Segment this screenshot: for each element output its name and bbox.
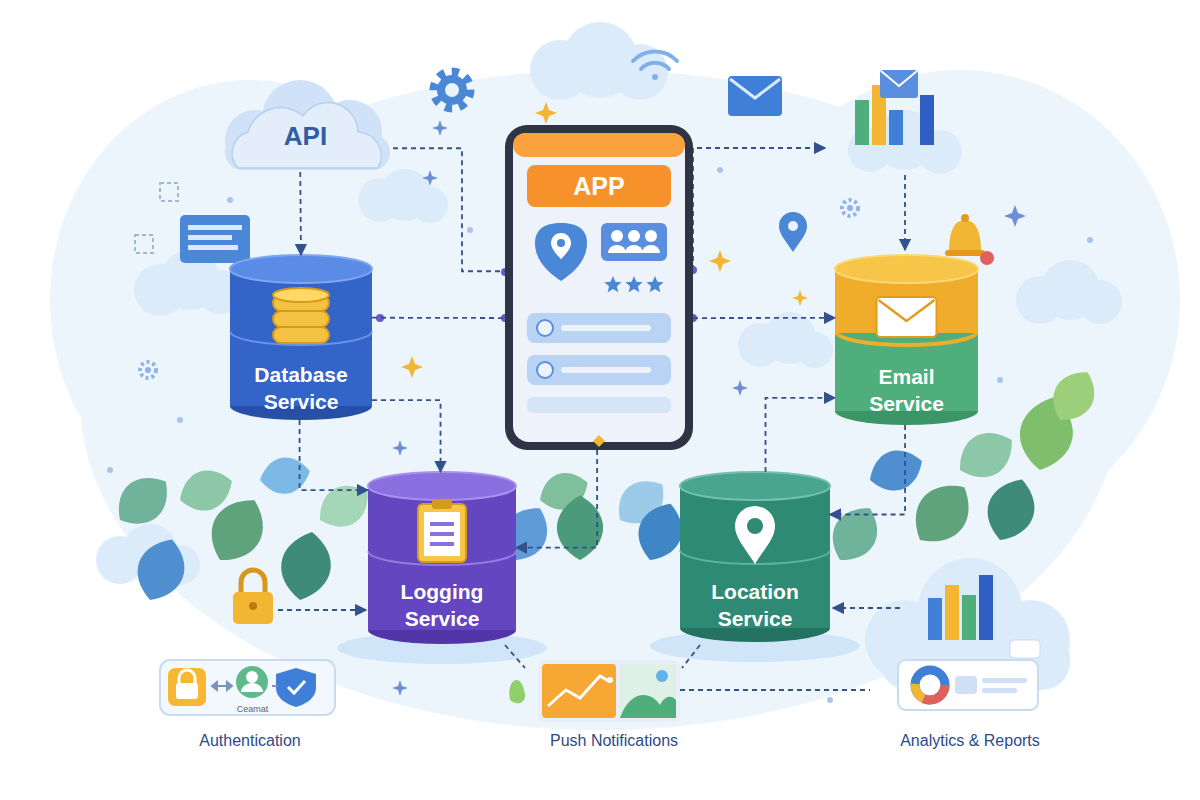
node-label: Logging Service — [374, 578, 510, 632]
dashed-connector — [393, 148, 505, 271]
service-cylinder: Location Service — [680, 472, 830, 642]
panel-text: Ceamat — [200, 704, 305, 714]
dashed-connector — [516, 450, 597, 548]
service-cylinder: Logging Service — [368, 472, 516, 644]
dashed-connector — [299, 172, 302, 255]
feature-caption: Authentication — [140, 732, 360, 750]
app-phone: APP — [505, 125, 693, 450]
node-label: Email Service — [841, 363, 972, 417]
dashed-connector — [766, 398, 836, 472]
service-cylinder: Email Service — [835, 255, 978, 425]
node-label: Location Service — [686, 578, 824, 632]
dashed-connector — [830, 425, 905, 515]
dashed-connector — [300, 420, 368, 490]
dashed-connector — [372, 317, 505, 319]
node-label: APP — [527, 165, 671, 207]
dashed-connector — [693, 317, 835, 319]
feature-caption: Push Notifications — [504, 732, 724, 750]
feature-caption: Analytics & Reports — [860, 732, 1080, 750]
node-label: Database Service — [236, 361, 366, 415]
node-label: API — [218, 118, 393, 154]
dashed-connector — [372, 400, 441, 472]
api-cloud: API — [218, 100, 393, 172]
service-cylinder: Database Service — [230, 255, 372, 420]
